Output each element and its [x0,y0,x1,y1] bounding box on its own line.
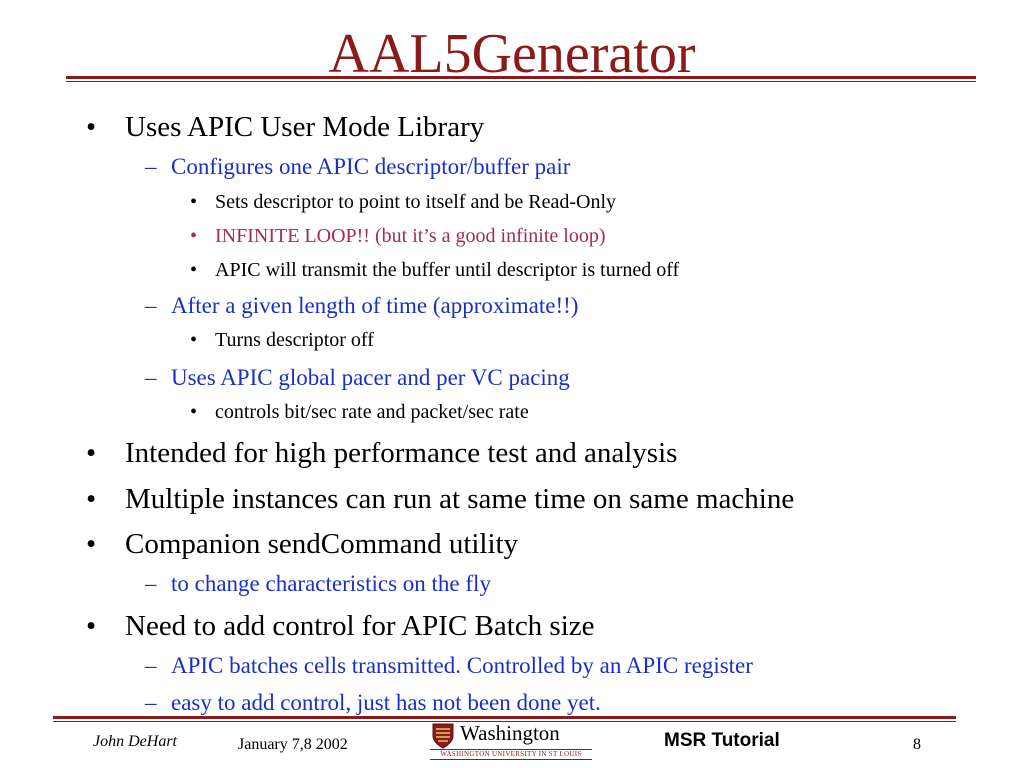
bullet-text: Uses APIC global pacer and per VC pacing [171,365,570,390]
bullet-text: APIC batches cells transmitted. Controll… [171,653,753,678]
bullet-marker: – [145,293,157,318]
bullet-text: Turns descriptor off [215,329,374,351]
bullet-text: Multiple instances can run at same time … [125,483,795,515]
bullet-text: to change characteristics on the fly [171,571,491,596]
bullet-marker: • [190,191,198,213]
bullet-marker: • [86,437,97,469]
bullet-marker: – [145,365,157,390]
footer-rule [53,716,956,722]
bullet-marker: – [145,154,157,179]
bullet-text: Configures one APIC descriptor/buffer pa… [171,154,571,179]
logo-subtitle: WASHINGTON UNIVERSITY IN ST LOUIS [430,749,592,760]
shield-icon [432,723,454,749]
bullet-marker: • [190,401,198,423]
bullet-text: controls bit/sec rate and packet/sec rat… [215,401,529,423]
footer-date: January 7,8 2002 [238,736,348,753]
bullet-marker: • [86,610,97,642]
logo-wordmark: Washington [460,721,560,745]
bullet-text: INFINITE LOOP!! (but it’s a good infinit… [215,225,606,247]
bullet-marker: – [145,571,157,596]
bullet-text: Need to add control for APIC Batch size [125,610,595,642]
footer-author: John DeHart [93,733,177,750]
bullet-text: APIC will transmit the buffer until desc… [215,259,680,281]
title-rule [66,76,976,82]
slide-title: AAL5Generator [328,23,696,85]
bullet-text: easy to add control, just has not been d… [171,690,601,715]
bullet-text: Intended for high performance test and a… [125,437,678,469]
bullet-marker: – [145,690,157,715]
page-number: 8 [913,736,921,753]
bullet-marker: • [190,259,198,281]
bullet-text: Companion sendCommand utility [125,528,519,560]
bullet-text: After a given length of time (approximat… [171,293,579,318]
bullet-text: Uses APIC User Mode Library [125,111,485,143]
bullet-marker: • [86,528,97,560]
footer-event: MSR Tutorial [664,730,780,751]
bullet-marker: • [86,483,97,515]
bullet-marker: – [145,653,157,678]
bullet-marker: • [190,329,198,351]
bullet-text: Sets descriptor to point to itself and b… [215,191,617,213]
bullet-marker: • [86,111,97,143]
bullet-marker: • [190,225,198,247]
university-logo: Washington WASHINGTON UNIVERSITY IN ST L… [430,721,594,761]
